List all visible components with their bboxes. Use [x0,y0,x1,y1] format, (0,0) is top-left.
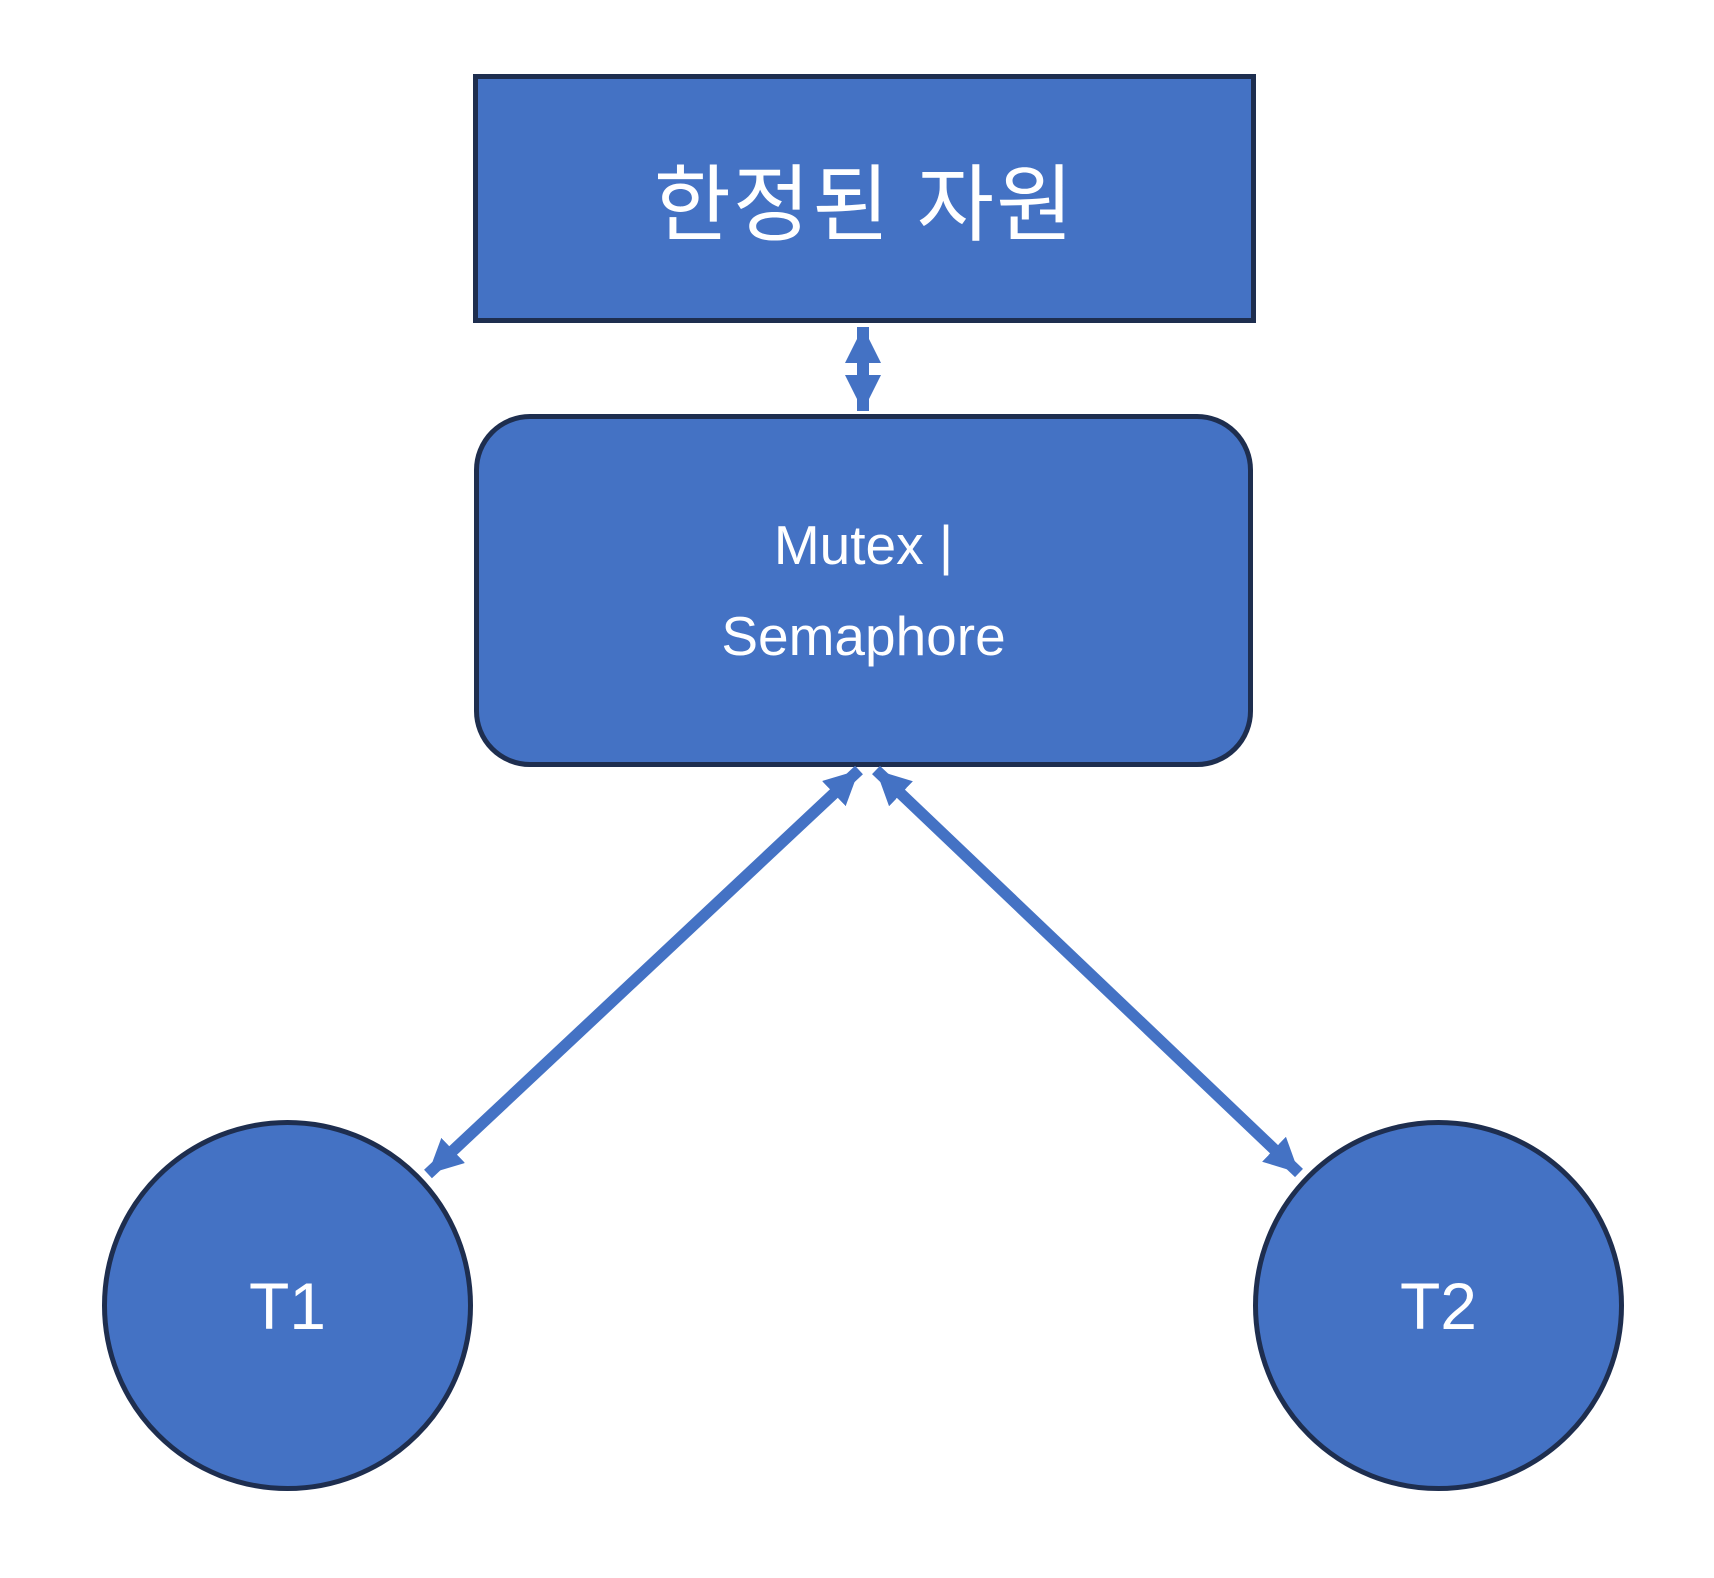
thread-t1-circle: T1 [102,1120,473,1491]
limited-resource-label: 한정된 자원 [653,158,1076,252]
mutex-semaphore-box: Mutex | Semaphore [474,414,1253,767]
limited-resource-box: 한정된 자원 [473,74,1256,323]
thread-t2-circle: T2 [1253,1120,1624,1491]
thread-t1-label: T1 [248,1268,327,1343]
mutex-label-line2: Semaphore [721,604,1006,667]
lock-t1-arrow [424,765,863,1179]
lock-t2-arrow [872,765,1303,1178]
thread-t2-label: T2 [1399,1268,1478,1343]
mutex-label-line1: Mutex | [773,513,954,576]
